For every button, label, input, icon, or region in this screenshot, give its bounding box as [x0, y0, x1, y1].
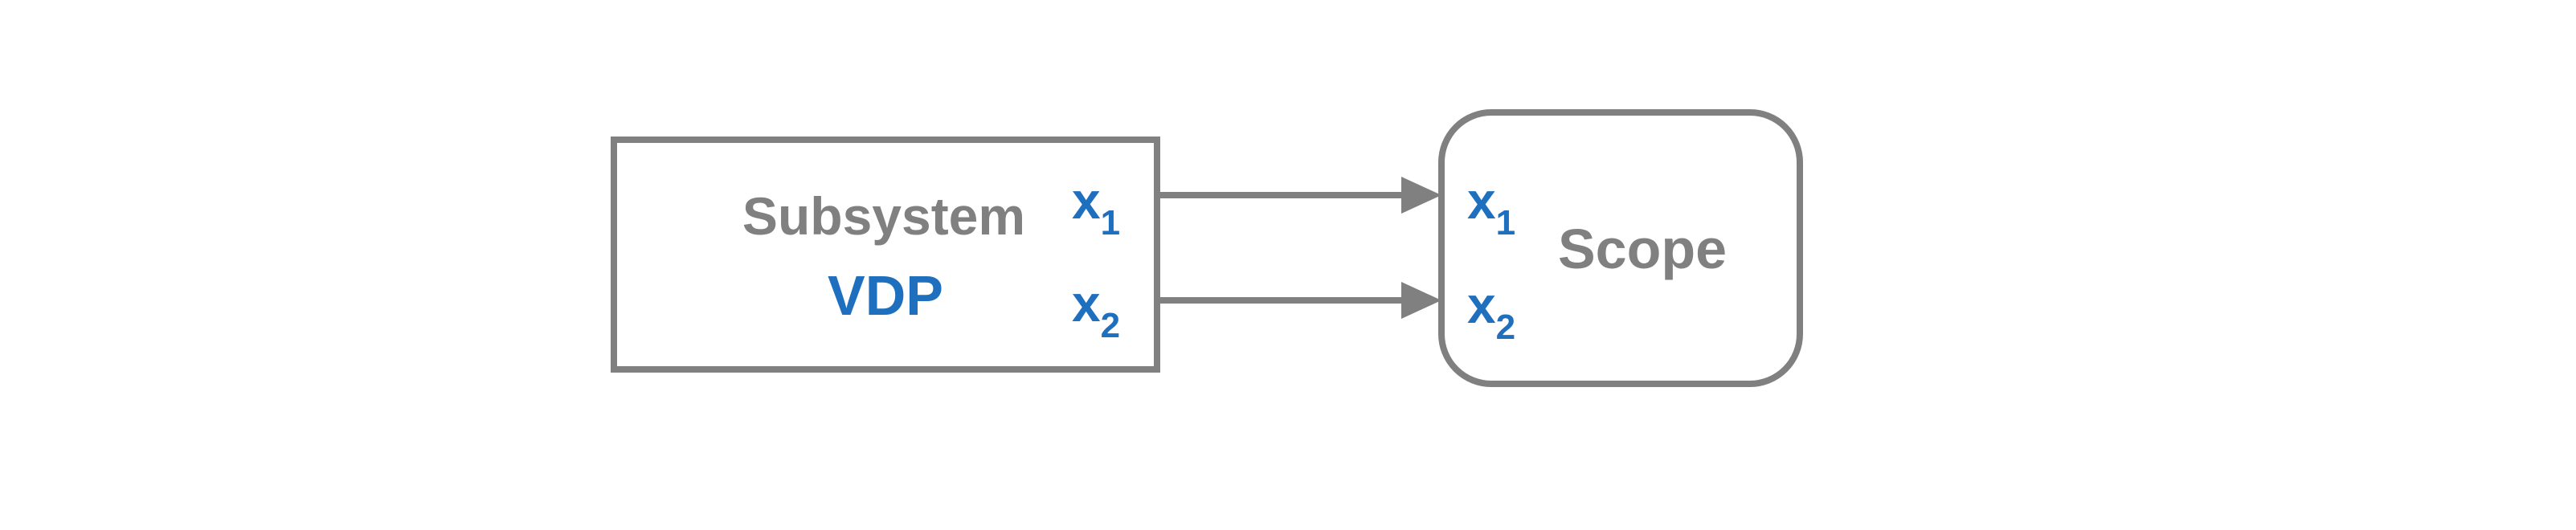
signal-arrow-x1	[1160, 177, 1441, 214]
subsystem-block[interactable]: Subsystem VDP x1 x2	[611, 137, 1160, 373]
signal-arrow-x2	[1160, 282, 1441, 319]
scope-port-x1-base: x	[1467, 172, 1496, 230]
scope-port-x2-sub: 2	[1496, 308, 1515, 347]
scope-border	[1438, 109, 1803, 387]
scope-port-x1: x1	[1467, 172, 1515, 243]
arrow-head-x1	[1401, 177, 1441, 214]
scope-port-x1-sub: 1	[1496, 203, 1515, 243]
subsystem-port-x2-sub: 2	[1101, 306, 1120, 345]
subsystem-title: Subsystem	[742, 186, 1025, 246]
subsystem-border	[611, 137, 1160, 373]
subsystem-port-x1: x1	[1072, 172, 1120, 243]
subsystem-port-x1-sub: 1	[1101, 203, 1120, 243]
subsystem-name: VDP	[828, 264, 943, 327]
scope-block[interactable]: x1 x2 Scope	[1438, 109, 1803, 387]
scope-title: Scope	[1558, 218, 1727, 280]
scope-port-x2-base: x	[1467, 276, 1496, 334]
subsystem-port-x1-base: x	[1072, 172, 1101, 230]
subsystem-port-x2-base: x	[1072, 275, 1101, 332]
arrow-head-x2	[1401, 282, 1441, 319]
subsystem-port-x2: x2	[1072, 275, 1120, 345]
scope-port-x2: x2	[1467, 276, 1515, 347]
